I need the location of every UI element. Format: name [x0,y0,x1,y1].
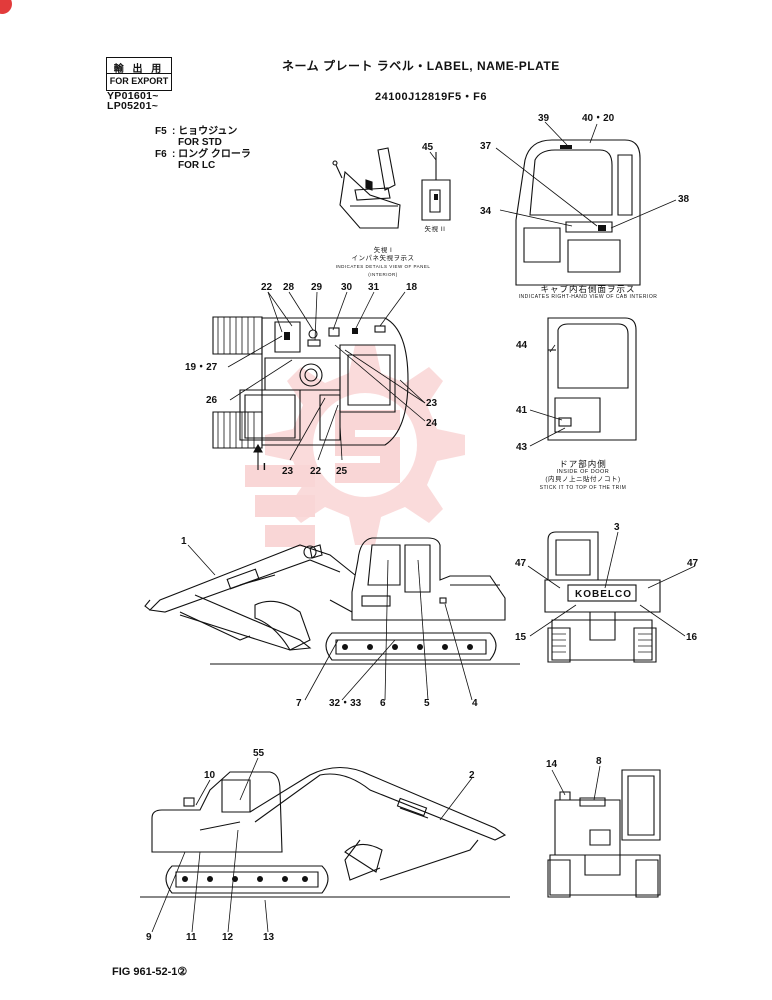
callout-5: 5 [424,698,430,709]
callout-26: 26 [206,395,218,406]
legend-f6-jp: : ロング クローラ [172,149,251,160]
callout-47-left: 47 [515,558,527,569]
plan-view-drawing [212,316,409,470]
callout-39: 39 [538,113,550,124]
export-badge-divider [107,73,171,74]
callout-3: 3 [614,522,620,533]
door-inside-drawing [547,317,637,441]
figure-number: FIG 961-52-1② [112,966,188,978]
legend-f5-jp: : ヒョウジュン [172,126,238,137]
callout-1: 1 [181,536,187,547]
leader-lines [151,121,696,933]
callout-10: 10 [204,770,216,781]
callout-22-top: 22 [261,282,273,293]
seat-view-caption: 矢視 I インパネ矢視ヲ示ス INDICATES DETAILS VIEW OF… [328,247,438,279]
corner-badge [0,0,12,14]
seat-view-caption-jp: 矢視 I [373,247,393,254]
rear-view-top [544,531,661,663]
export-badge-en: FOR EXPORT [109,76,169,86]
door-view-caption-en: INSIDE OF DOOR [556,469,610,475]
callout-24: 24 [426,418,438,429]
callout-9: 9 [146,932,152,943]
serial-range-1: YP01601~ [107,90,159,102]
callout-6: 6 [380,698,386,709]
cab-view-caption: キャブ内右側面ヲ示ス INDICATES RIGHT-HAND VIEW OF … [508,285,668,301]
operator-seat-drawing [332,147,401,229]
view-ii-drawing [421,152,451,221]
seat-view-caption-jp2: インパネ矢視ヲ示ス [351,255,415,262]
callout-34: 34 [480,206,492,217]
page-title: ネーム プレート ラベル・LABEL, NAME-PLATE [282,59,560,73]
callout-30: 30 [341,282,353,293]
excavator-side-view-left [144,537,520,665]
cab-view-caption-en: INDICATES RIGHT-HAND VIEW OF CAB INTERIO… [518,294,658,300]
callout-47-right: 47 [687,558,699,569]
callout-28: 28 [283,282,295,293]
door-view-caption: ドア部内側 INSIDE OF DOOR (内貝ノ上ニ貼付ノコト) STICK … [528,460,638,492]
door-note-jp: (内貝ノ上ニ貼付ノコト) [545,476,621,483]
cab-interior-drawing [515,139,641,286]
callout-7: 7 [296,698,302,709]
callout-40-20: 40・20 [582,113,615,124]
view-ii-caption: 矢視 II [424,226,446,233]
export-badge: 輸 出 用 FOR EXPORT [106,57,172,91]
callout-12: 12 [222,932,234,943]
seat-view-caption-en: INDICATES DETAILS VIEW OF PANEL (INTERIO… [335,264,431,277]
callout-41: 41 [516,405,528,416]
excavator-side-view-right [140,767,510,898]
door-note-en: STICK IT TO TOP OF THE TRIM [539,485,627,491]
callout-25: 25 [336,466,348,477]
callout-18: 18 [406,282,418,293]
callout-22-bottom: 22 [310,466,322,477]
callout-13: 13 [263,932,275,943]
callout-31: 31 [368,282,380,293]
callout-16: 16 [686,632,698,643]
callout-37: 37 [480,141,492,152]
callout-11: 11 [186,932,197,943]
callout-4: 4 [472,698,478,709]
callout-19-27: 19・27 [185,362,218,373]
callout-32-33: 32・33 [329,698,362,709]
door-view-caption-jp: ドア部内側 [559,459,607,469]
serial-range-2: LP05201~ [107,100,159,112]
callout-43: 43 [516,442,528,453]
callout-23-bottom: 23 [282,466,294,477]
cab-view-caption-jp: キャブ内右側面ヲ示ス [540,284,636,294]
callout-15: 15 [515,632,527,643]
callout-14: 14 [546,759,558,770]
legend-f5-code: F5 [155,126,167,137]
callout-38: 38 [678,194,690,205]
view-arrow-label: I [263,462,266,473]
callout-44: 44 [516,340,528,351]
callout-labels: 39 40・20 37 34 38 45 22 28 29 30 31 18 1… [146,113,699,943]
callout-29: 29 [311,282,323,293]
callout-23-right: 23 [426,398,438,409]
callout-8: 8 [596,756,602,767]
callout-55: 55 [253,748,265,759]
callout-45: 45 [422,142,434,153]
rear-view-bottom [547,769,661,898]
legend-f5-en: FOR STD [178,137,222,148]
legend-f6-code: F6 [155,149,167,160]
callout-2: 2 [469,770,475,781]
brand-plate: KOBELCO [575,589,632,600]
legend-f6-en: FOR LC [178,160,216,171]
part-number: 24100J12819F5・F6 [375,91,487,103]
export-badge-jp: 輸 出 用 [113,64,165,75]
